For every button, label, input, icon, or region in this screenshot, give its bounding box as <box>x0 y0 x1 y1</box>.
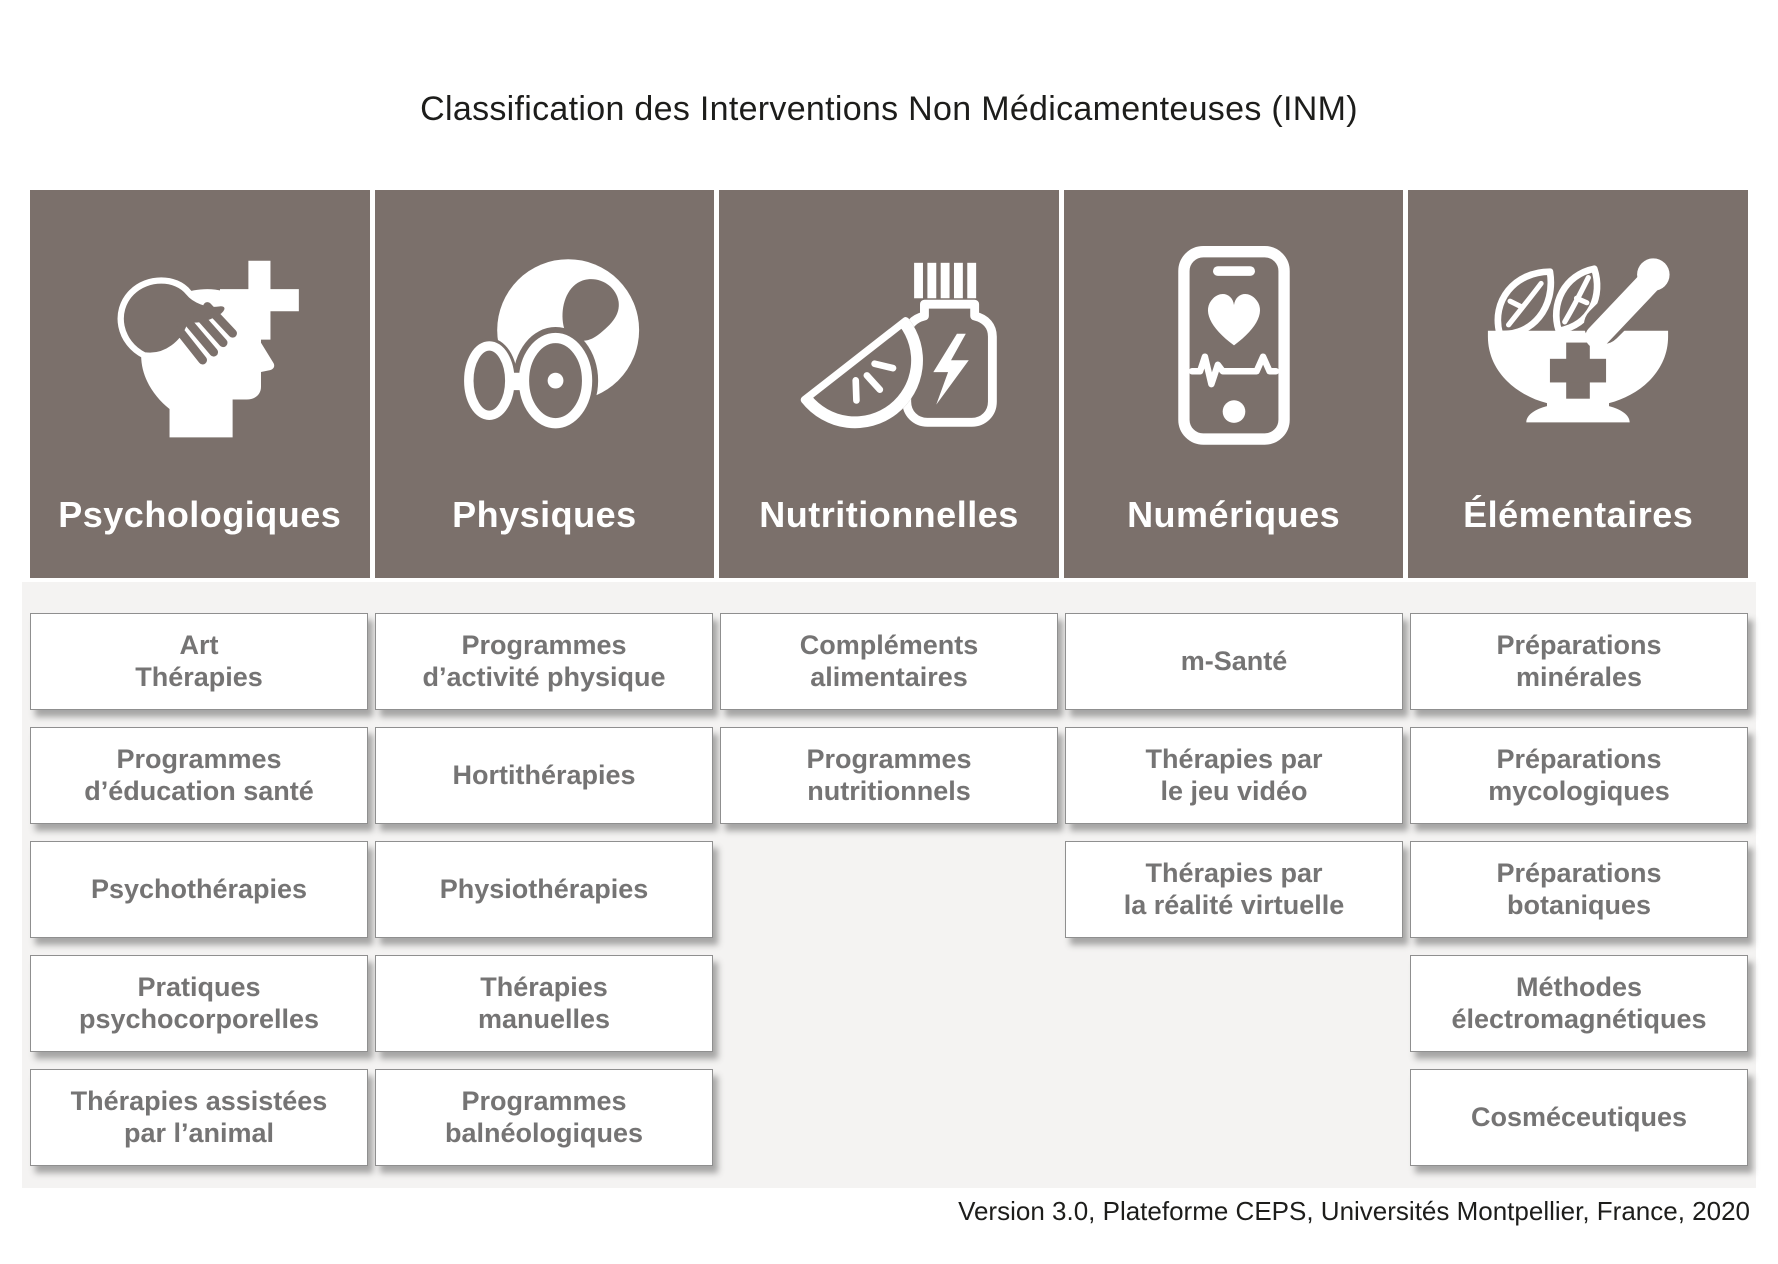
item-box: Pratiques psychocorporelles <box>30 955 368 1052</box>
header-label: Numériques <box>1127 494 1341 535</box>
column-header-psychologiques: Psychologiques <box>30 190 370 578</box>
item-box: Préparations minérales <box>1410 613 1748 710</box>
item-box: Thérapies par la réalité virtuelle <box>1065 841 1403 938</box>
item-box: Compléments alimentaires <box>720 613 1058 710</box>
item-box: Thérapies assistées par l’animal <box>30 1069 368 1166</box>
header-label: Nutritionnelles <box>759 494 1019 535</box>
diagram-title: Classification des Interventions Non Méd… <box>420 90 1358 128</box>
item-box: Art Thérapies <box>30 613 368 710</box>
category-header-band: Psychologiques Physiques <box>30 190 1748 578</box>
intervention-boxes-grid: Art Thérapies Programmes d’éducation san… <box>30 613 1748 1166</box>
smartphone-health-icon <box>1064 190 1404 494</box>
column-header-nutritionnelles: Nutritionnelles <box>719 190 1059 578</box>
column-header-elementaires: Élémentaires <box>1408 190 1748 578</box>
column-header-numeriques: Numériques <box>1063 190 1404 578</box>
item-box: Cosméceutiques <box>1410 1069 1748 1166</box>
item-box: Méthodes électromagnétiques <box>1410 955 1748 1052</box>
version-caption: Version 3.0, Plateforme CEPS, Université… <box>958 1196 1750 1226</box>
fruit-slice-supplement-icon <box>719 190 1059 494</box>
column-header-physiques: Physiques <box>374 190 715 578</box>
item-box: Physiothérapies <box>375 841 713 938</box>
header-label: Élémentaires <box>1463 494 1694 535</box>
header-label: Physiques <box>452 494 637 535</box>
header-label: Psychologiques <box>58 494 342 535</box>
item-box: Préparations mycologiques <box>1410 727 1748 824</box>
hand-on-head-plus-icon <box>30 190 370 494</box>
item-box: Programmes d’éducation santé <box>30 727 368 824</box>
item-box: Préparations botaniques <box>1410 841 1748 938</box>
item-box: Psychothérapies <box>30 841 368 938</box>
item-box: Thérapies manuelles <box>375 955 713 1052</box>
item-box: Hortithérapies <box>375 727 713 824</box>
item-box: Thérapies par le jeu vidéo <box>1065 727 1403 824</box>
item-box: Programmes nutritionnels <box>720 727 1058 824</box>
item-box: m-Santé <box>1065 613 1403 710</box>
mortar-pestle-leaves-icon <box>1408 190 1748 494</box>
item-box: Programmes balnéologiques <box>375 1069 713 1166</box>
item-box: Programmes d’activité physique <box>375 613 713 710</box>
exercise-ball-dumbbell-icon <box>375 190 715 494</box>
